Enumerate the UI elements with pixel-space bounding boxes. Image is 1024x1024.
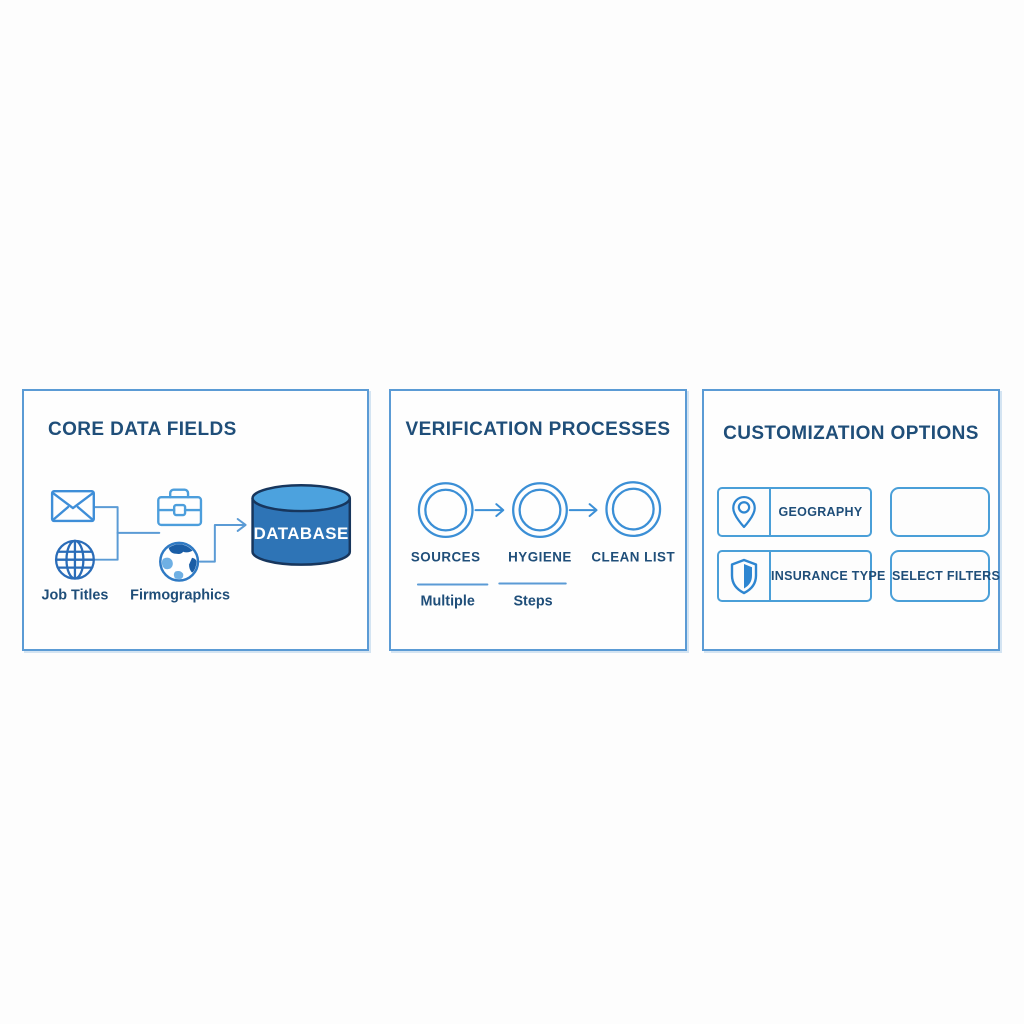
envelope-icon	[50, 490, 95, 523]
geography-option-box: GEOGRAPHY	[717, 487, 872, 537]
connector-lines	[93, 506, 247, 563]
core-data-fields-diagram: DATABASE Job Titles Firmographics	[42, 484, 352, 603]
core-panel-title: CORE DATA FIELDS	[48, 419, 237, 440]
shield-icon	[730, 558, 758, 594]
arrowhead-icon	[588, 503, 598, 518]
earth-icon	[159, 541, 200, 582]
step-label-hygiene: HYGIENE	[508, 550, 572, 565]
step-label-clean-list: CLEAN LIST	[591, 550, 675, 565]
arrowhead-icon	[495, 503, 505, 518]
process-circles	[417, 481, 662, 539]
insurance-type-icon-cell	[719, 552, 771, 600]
clean-list-circle-node	[605, 481, 662, 538]
geography-icon-cell	[719, 489, 771, 535]
hygiene-circle-node	[512, 482, 568, 539]
database-cylinder: DATABASE	[251, 484, 352, 566]
job-titles-label: Job Titles	[42, 587, 109, 603]
verification-panel-title: VERIFICATION PROCESSES	[405, 419, 671, 440]
briefcase-icon	[157, 488, 203, 527]
sub-label-rules	[416, 582, 567, 586]
firmographics-label: Firmographics	[130, 587, 230, 603]
sources-circle-node	[417, 482, 474, 539]
location-pin-icon	[732, 495, 756, 529]
verification-processes-diagram: SOURCES HYGIENE CLEAN LIST Multiple Step…	[411, 481, 675, 609]
panel-core-data-fields: CORE DATA FIELDS	[22, 389, 369, 651]
empty-option-box	[890, 487, 990, 537]
insurance-type-option-box: INSURANCE TYPE	[717, 550, 885, 602]
panel-customization-options: CUSTOMIZATION OPTIONS GEOGRAPHY	[702, 389, 1000, 651]
customization-panel-title: CUSTOMIZATION OPTIONS	[723, 423, 979, 444]
globe-icon	[54, 539, 95, 580]
empty-option-label	[892, 489, 988, 535]
sub-label-multiple: Multiple	[421, 593, 475, 609]
panel-verification-processes: VERIFICATION PROCESSES	[389, 389, 687, 651]
arrowhead-to-database	[236, 518, 247, 532]
sub-label-steps: Steps	[513, 593, 552, 609]
step-label-sources: SOURCES	[411, 550, 481, 565]
select-filters-option-box: SELECT FILTERS	[890, 550, 1000, 602]
insurance-type-label: INSURANCE TYPE	[771, 569, 886, 583]
geography-label: GEOGRAPHY	[778, 505, 863, 519]
select-filters-label: SELECT FILTERS	[892, 569, 1001, 583]
process-arrows	[474, 503, 598, 518]
database-label: DATABASE	[254, 524, 349, 543]
